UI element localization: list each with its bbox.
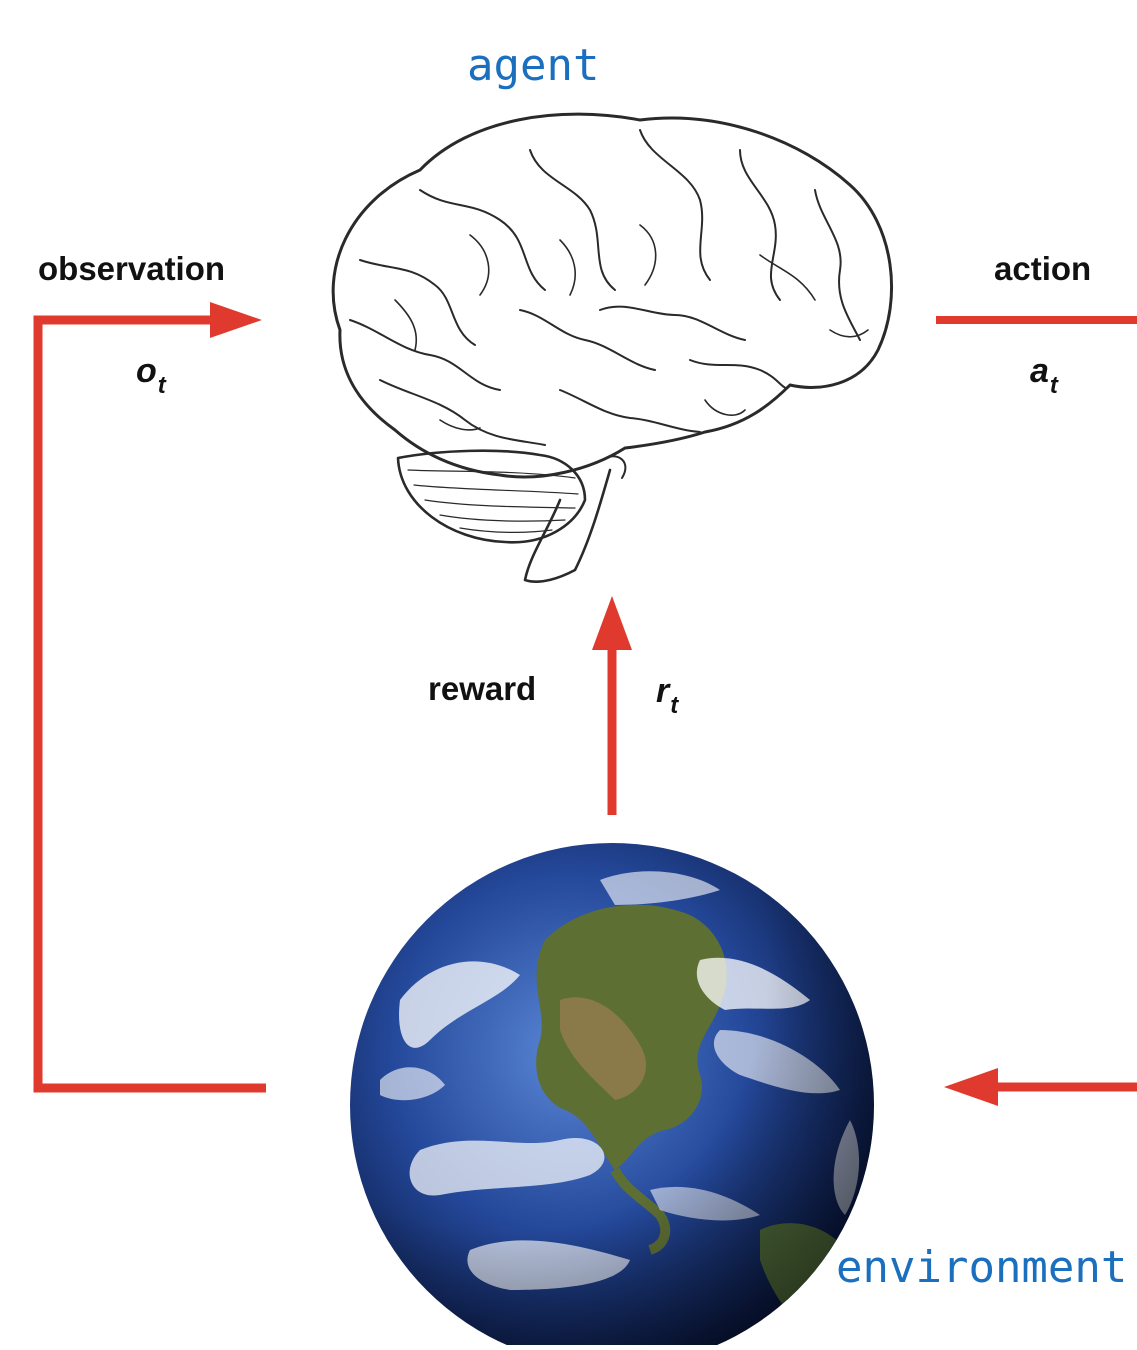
observation-arrow xyxy=(38,302,266,1088)
observation-symbol: ot xyxy=(136,352,166,400)
reward-arrow xyxy=(592,596,632,815)
reward-symbol-subscript: t xyxy=(670,692,678,719)
brain-illustration-icon xyxy=(333,114,891,582)
reward-symbol: rt xyxy=(656,672,678,720)
environment-label: environment xyxy=(836,1242,1127,1293)
action-symbol: at xyxy=(1030,352,1058,400)
agent-label: agent xyxy=(467,40,599,91)
action-symbol-main: a xyxy=(1030,352,1049,390)
action-label: action xyxy=(994,250,1091,288)
earth-globe-icon xyxy=(350,843,874,1345)
reward-symbol-main: r xyxy=(656,672,669,710)
observation-symbol-subscript: t xyxy=(158,372,166,399)
reward-label: reward xyxy=(428,670,536,708)
action-symbol-subscript: t xyxy=(1050,372,1058,399)
observation-label: observation xyxy=(38,250,225,288)
action-arrow xyxy=(936,320,1137,1106)
observation-symbol-main: o xyxy=(136,352,157,390)
